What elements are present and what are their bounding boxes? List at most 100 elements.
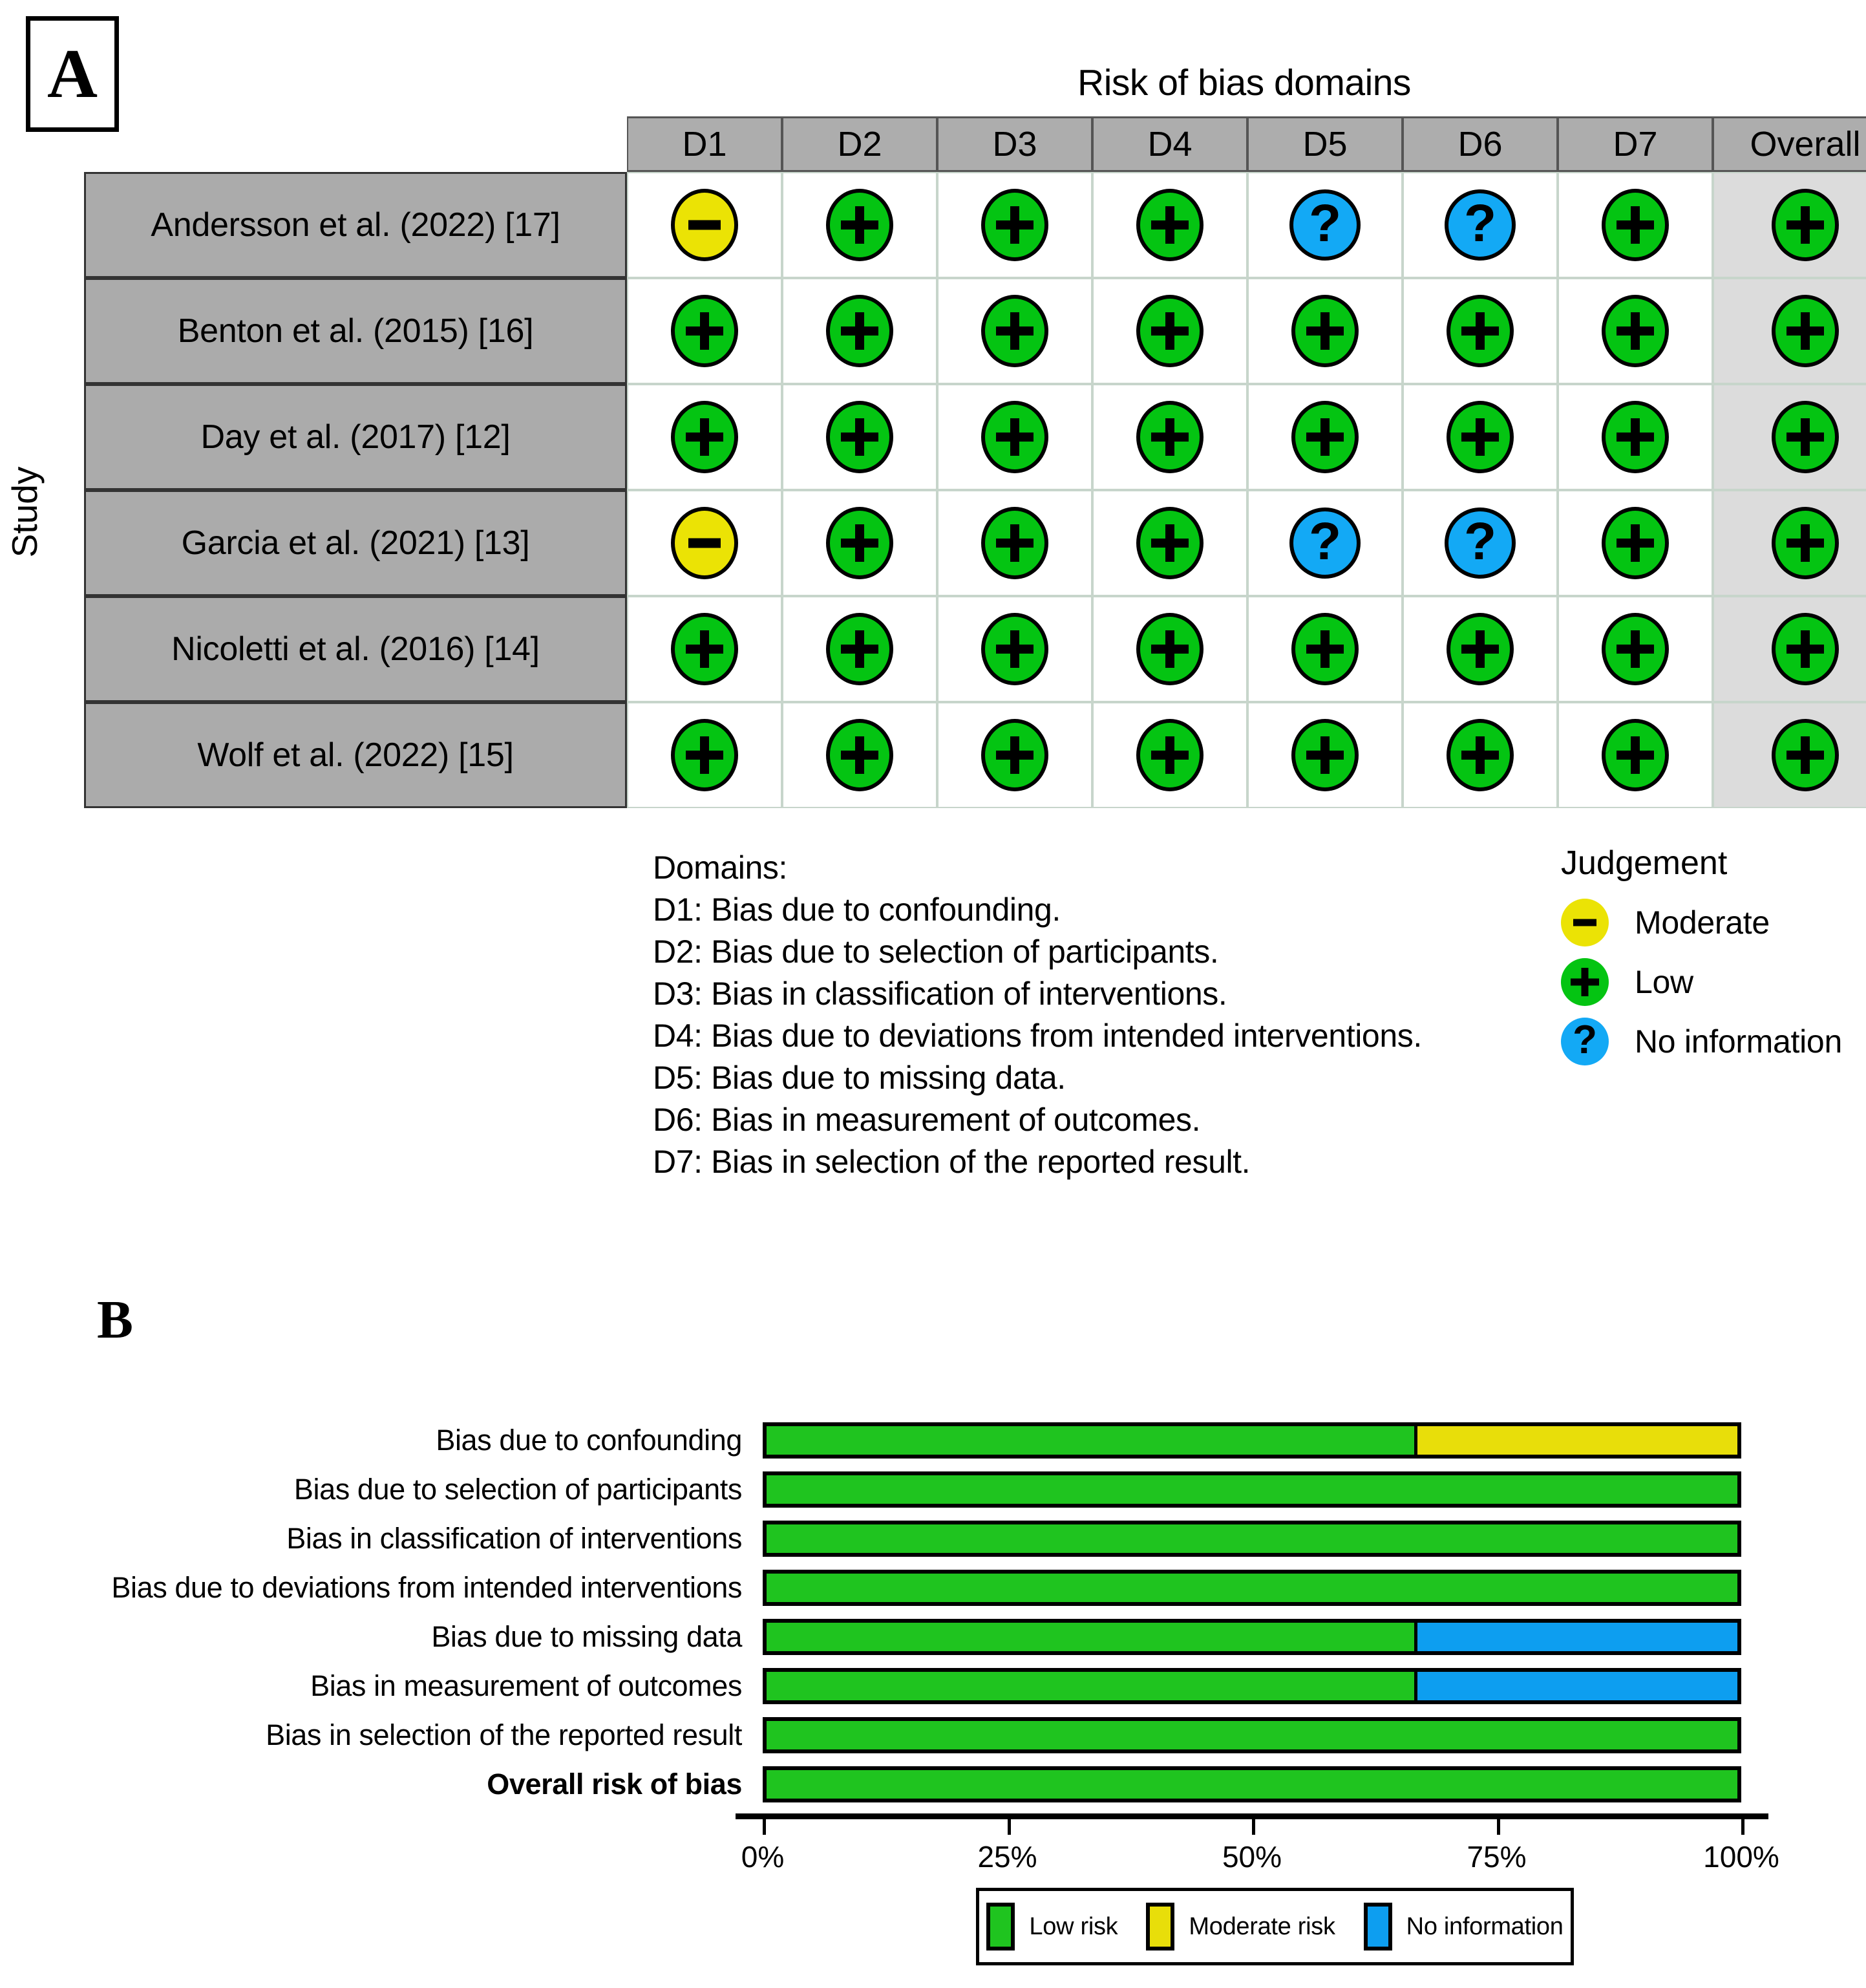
bar-segment-low-risk (767, 1721, 1737, 1749)
bar-segment-low-risk (767, 1672, 1414, 1700)
column-header-overall: Overall (1713, 116, 1866, 172)
judgement-cell-d3[interactable] (937, 278, 1092, 384)
judgement-cell-d1[interactable] (627, 384, 782, 490)
judgement-legend-label-moderate: Moderate (1635, 904, 1770, 941)
judgement-cell-d5[interactable]: ? (1247, 490, 1403, 596)
judgement-cell-d3[interactable] (937, 596, 1092, 702)
judgement-cell-d6[interactable]: ? (1403, 490, 1558, 596)
judgement-cell-d2[interactable] (782, 490, 937, 596)
low-risk-icon (671, 295, 738, 367)
judgement-cell-d4[interactable] (1092, 490, 1247, 596)
judgement-cell-d2[interactable] (782, 172, 937, 278)
domains-legend-line-d3: D3: Bias in classification of interventi… (653, 976, 1227, 1012)
judgement-cell-d5[interactable]: ? (1247, 172, 1403, 278)
bar-track (763, 1619, 1741, 1655)
low-risk-icon (981, 295, 1048, 367)
judgement-cell-d5[interactable] (1247, 278, 1403, 384)
column-header-d7: D7 (1558, 116, 1713, 172)
low-risk-icon (1136, 295, 1203, 367)
judgement-cell-overall[interactable] (1713, 702, 1866, 808)
judgement-cell-d1[interactable] (627, 702, 782, 808)
judgement-cell-d4[interactable] (1092, 172, 1247, 278)
judgement-cell-overall[interactable] (1713, 490, 1866, 596)
judgement-cell-d5[interactable] (1247, 702, 1403, 808)
low-risk-icon (1447, 719, 1514, 791)
bar-row: Bias due to confounding (0, 1416, 1866, 1465)
no-information-swatch-icon (1363, 1903, 1392, 1951)
judgement-cell-d4[interactable] (1092, 278, 1247, 384)
judgement-cell-d2[interactable] (782, 384, 937, 490)
low-risk-icon (1772, 719, 1839, 791)
judgement-cell-d2[interactable] (782, 278, 937, 384)
low-risk-icon (981, 719, 1048, 791)
judgement-cell-overall[interactable] (1713, 278, 1866, 384)
bar-legend-label-low: Low risk (1029, 1912, 1118, 1940)
judgement-cell-d4[interactable] (1092, 702, 1247, 808)
bar-track (763, 1717, 1741, 1753)
judgement-cell-d6[interactable] (1403, 278, 1558, 384)
judgement-cell-d4[interactable] (1092, 596, 1247, 702)
bar-track (763, 1668, 1741, 1704)
bar-category-label: Bias in classification of interventions (286, 1522, 742, 1555)
judgement-cell-d7[interactable] (1558, 596, 1713, 702)
judgement-cell-d2[interactable] (782, 596, 937, 702)
bar-row: Bias due to deviations from intended int… (0, 1563, 1866, 1612)
low-risk-icon (1447, 401, 1514, 473)
study-name-cell: Nicoletti et al. (2016) [14] (84, 596, 627, 702)
judgement-cell-d7[interactable] (1558, 702, 1713, 808)
bar-category-label: Bias in measurement of outcomes (310, 1669, 742, 1702)
low-risk-icon (981, 507, 1048, 579)
judgement-cell-d3[interactable] (937, 702, 1092, 808)
judgement-cell-d1[interactable] (627, 278, 782, 384)
bar-segment-low-risk (767, 1524, 1737, 1553)
judgement-cell-overall[interactable] (1713, 172, 1866, 278)
table-row: Benton et al. (2015) [16] (84, 278, 1866, 384)
no-information-icon: ? (1561, 1018, 1609, 1065)
bar-row: Overall risk of bias (0, 1760, 1866, 1809)
judgement-cell-d6[interactable] (1403, 596, 1558, 702)
bar-category-label: Bias due to confounding (436, 1424, 742, 1457)
judgement-cell-d6[interactable]: ? (1403, 172, 1558, 278)
bar-legend-item-low: Low risk (986, 1903, 1118, 1951)
judgement-cell-d4[interactable] (1092, 384, 1247, 490)
judgement-cell-overall[interactable] (1713, 596, 1866, 702)
x-axis-tick-label: 100% (1703, 1840, 1779, 1874)
judgement-cell-d7[interactable] (1558, 172, 1713, 278)
judgement-cell-d1[interactable] (627, 490, 782, 596)
panel-a-letter-box: A (26, 16, 119, 132)
judgement-cell-d3[interactable] (937, 384, 1092, 490)
judgement-cell-overall[interactable] (1713, 384, 1866, 490)
judgement-cell-d1[interactable] (627, 596, 782, 702)
judgement-legend-item-no-information: ? No information (1561, 1012, 1842, 1071)
low-risk-icon (671, 613, 738, 685)
judgement-cell-d7[interactable] (1558, 490, 1713, 596)
moderate-risk-icon (1561, 899, 1609, 946)
judgement-cell-d6[interactable] (1403, 384, 1558, 490)
judgement-cell-d5[interactable] (1247, 596, 1403, 702)
low-risk-icon (1772, 507, 1839, 579)
table-row: Wolf et al. (2022) [15] (84, 702, 1866, 808)
judgement-cell-d2[interactable] (782, 702, 937, 808)
judgement-cell-d1[interactable] (627, 172, 782, 278)
x-axis-tick (1252, 1819, 1255, 1835)
low-risk-icon (1602, 295, 1669, 367)
judgement-cell-d7[interactable] (1558, 384, 1713, 490)
noinfo-risk-icon: ? (1445, 508, 1516, 579)
judgement-cell-d6[interactable] (1403, 702, 1558, 808)
table-row: Garcia et al. (2021) [13]?? (84, 490, 1866, 596)
low-risk-icon (826, 295, 893, 367)
bar-category-label: Bias due to selection of participants (293, 1473, 743, 1506)
judgement-cell-d5[interactable] (1247, 384, 1403, 490)
study-name-cell: Day et al. (2017) [12] (84, 384, 627, 490)
panel-a-letter: A (47, 35, 98, 112)
bar-segment-low-risk (767, 1475, 1737, 1504)
table-row: Day et al. (2017) [12] (84, 384, 1866, 490)
study-name-cell: Wolf et al. (2022) [15] (84, 702, 627, 808)
low-risk-icon (1136, 401, 1203, 473)
judgement-cell-d3[interactable] (937, 490, 1092, 596)
judgement-cell-d7[interactable] (1558, 278, 1713, 384)
low-risk-icon (1447, 295, 1514, 367)
low-risk-icon (826, 613, 893, 685)
table-header-row: D1 D2 D3 D4 D5 D6 D7 Overall (84, 116, 1866, 172)
judgement-cell-d3[interactable] (937, 172, 1092, 278)
